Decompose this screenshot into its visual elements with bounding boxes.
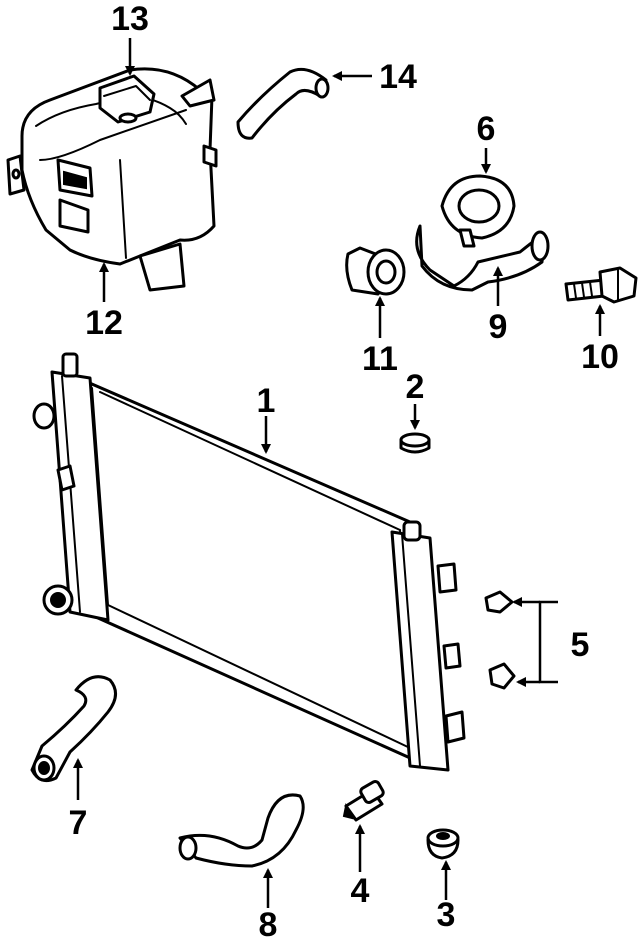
callout-6: 6 — [477, 110, 496, 148]
thermostat-housing — [415, 174, 550, 292]
overflow-hose — [236, 67, 330, 140]
callout-7: 7 — [69, 804, 88, 842]
temperature-sensor — [342, 780, 385, 822]
callout-2: 2 — [406, 368, 425, 406]
callout-10: 10 — [581, 338, 619, 376]
coolant-reservoir — [6, 67, 218, 292]
callout-13: 13 — [111, 0, 149, 38]
callout-9: 9 — [489, 308, 508, 346]
reservoir-cap — [98, 74, 156, 124]
callout-8: 8 — [259, 906, 278, 942]
callout-5: 5 — [571, 626, 590, 664]
callout-4: 4 — [351, 872, 370, 910]
callout-3: 3 — [437, 896, 456, 934]
grommet — [426, 828, 460, 860]
callout-14: 14 — [379, 58, 417, 96]
seal — [345, 246, 406, 296]
drain-plug-upper — [484, 590, 514, 614]
radiator — [32, 352, 466, 772]
callout-1: 1 — [257, 382, 276, 420]
leader-lines — [73, 38, 605, 908]
upper-radiator-hose — [178, 793, 305, 868]
callout-11: 11 — [362, 340, 398, 378]
bolt — [564, 266, 638, 304]
callout-labels: 1 2 3 4 5 6 7 8 9 10 11 12 13 14 — [69, 0, 619, 942]
drain-plug-lower — [488, 662, 516, 690]
radiator-cap — [399, 432, 431, 454]
callout-12: 12 — [85, 304, 123, 342]
lower-radiator-hose — [30, 675, 117, 783]
